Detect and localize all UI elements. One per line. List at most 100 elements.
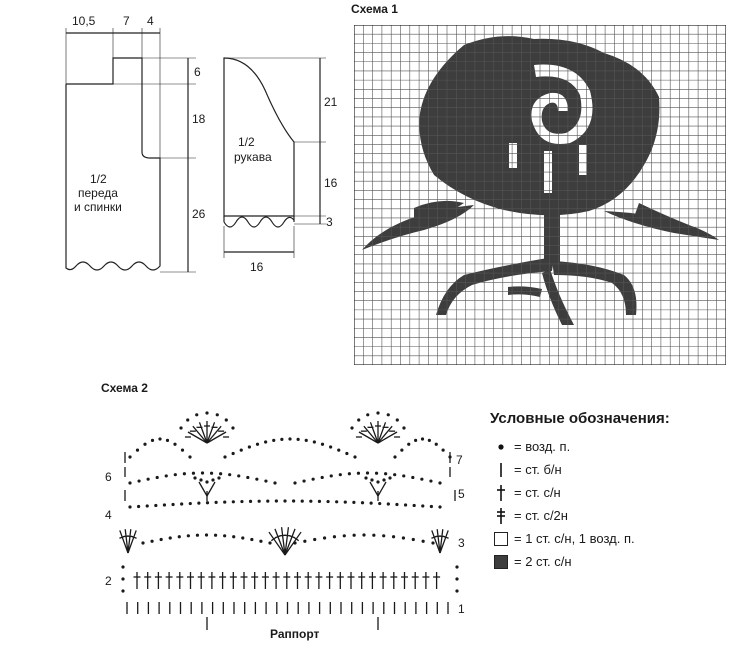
chain-dot (145, 504, 149, 508)
fan-crossbar (130, 535, 137, 539)
fan-stitch (284, 528, 296, 556)
chain-dot (320, 442, 325, 446)
chain-dot (215, 413, 219, 417)
chain-dot (374, 471, 379, 475)
double-cross-icon (490, 507, 512, 525)
top-fan-stitch (358, 431, 379, 444)
fan-stitch (439, 530, 449, 554)
row-num-1: 1 (458, 602, 465, 616)
top-fan-stitch (363, 425, 379, 444)
chain-dot (343, 500, 347, 504)
chain-dot (386, 502, 390, 506)
chain-dot (237, 474, 241, 478)
sleeve-label-1: 1/2 (238, 135, 255, 149)
chain-dot (241, 536, 245, 540)
legend: Условные обозначения: = возд. п. = ст. б… (490, 410, 730, 573)
chain-dot (128, 481, 132, 485)
chain-dot (347, 472, 351, 476)
legend-item: = ст. б/н (490, 458, 730, 481)
chain-dot (395, 502, 399, 507)
chain-dot (193, 476, 197, 480)
chain-dot (159, 537, 163, 542)
fan-stitch (439, 529, 444, 554)
chain-dot (366, 413, 370, 417)
chain-dot (268, 541, 272, 545)
chain-dot (182, 472, 186, 476)
chain-dot (128, 455, 132, 459)
top-fan-stitch (369, 422, 379, 444)
chain-dot (223, 455, 227, 459)
chain-dot (205, 411, 209, 415)
chain-dot (303, 539, 307, 543)
chain-dot (313, 537, 317, 542)
chain-dot (150, 438, 155, 442)
legend-text: = ст. б/н (514, 462, 562, 477)
chain-dot (240, 499, 244, 504)
dot-icon (490, 438, 512, 456)
sleeve-dim-bottom: 16 (250, 260, 264, 274)
filled-square-icon (494, 554, 508, 569)
chain-dot (326, 499, 330, 504)
chain-dot (223, 534, 227, 538)
chain-dot (248, 499, 253, 503)
body-outline (65, 57, 161, 271)
body-label-2: переда (78, 186, 118, 200)
fan-stitch (280, 527, 286, 556)
chain-dot (232, 535, 236, 539)
chain-dot (338, 473, 342, 477)
chain-dot (195, 533, 200, 537)
chain-dot (455, 565, 459, 569)
chain-dot (352, 500, 356, 505)
fan-stitch (124, 529, 129, 554)
scheme1-title: Схема 1 (351, 2, 398, 16)
chain-dot (402, 426, 406, 430)
row-num-2: 2 (105, 574, 112, 588)
chain-dot (204, 533, 209, 537)
v-stitch (198, 481, 208, 497)
top-fan-stitch (377, 425, 393, 444)
chain-dot (173, 442, 177, 446)
chain-dot (434, 442, 438, 446)
chain-dot (231, 500, 235, 504)
fan-stitch (274, 528, 286, 556)
chain-dot (154, 503, 158, 508)
top-fan-stitch (377, 422, 387, 444)
row-num-6: 6 (105, 470, 112, 484)
chain-dot (329, 445, 333, 449)
legend-text: = ст. с/н (514, 485, 561, 500)
sleeve-dim-2: 16 (324, 176, 338, 190)
chain-dot (320, 475, 324, 480)
chain-dot (329, 474, 333, 478)
top-fan-stitch (206, 425, 222, 444)
top-fan-stitch (206, 431, 227, 444)
chain-dot (246, 475, 250, 480)
chain-dot (165, 438, 170, 442)
chain-dot (412, 503, 416, 508)
row-num-3: 3 (458, 536, 465, 550)
chain-dot (393, 455, 397, 459)
fan-stitch (431, 530, 441, 554)
row-num-7: 7 (456, 453, 463, 467)
chain-dot (322, 536, 327, 540)
row-num-5: 5 (458, 487, 465, 501)
dim-top-2: 7 (123, 14, 130, 28)
chain-dot (411, 475, 415, 480)
legend-text: = ст. с/2н (514, 508, 568, 523)
chain-dot (247, 445, 251, 449)
chain-dot (288, 437, 292, 441)
chain-dot (188, 455, 192, 459)
chain-dot (388, 476, 392, 480)
chain-dot (357, 418, 361, 422)
row-num-4: 4 (105, 508, 112, 522)
fan-stitch (268, 531, 286, 556)
chain-dot (382, 534, 386, 538)
chain-dot (164, 474, 168, 478)
chain-dot (272, 438, 276, 442)
chain-dot (427, 438, 431, 442)
chain-dot (311, 477, 315, 481)
chain-dot (391, 535, 396, 539)
chain-dot (372, 533, 376, 537)
chain-dot (332, 535, 337, 539)
fan-stitch (119, 530, 129, 554)
chain-dot (283, 499, 287, 503)
